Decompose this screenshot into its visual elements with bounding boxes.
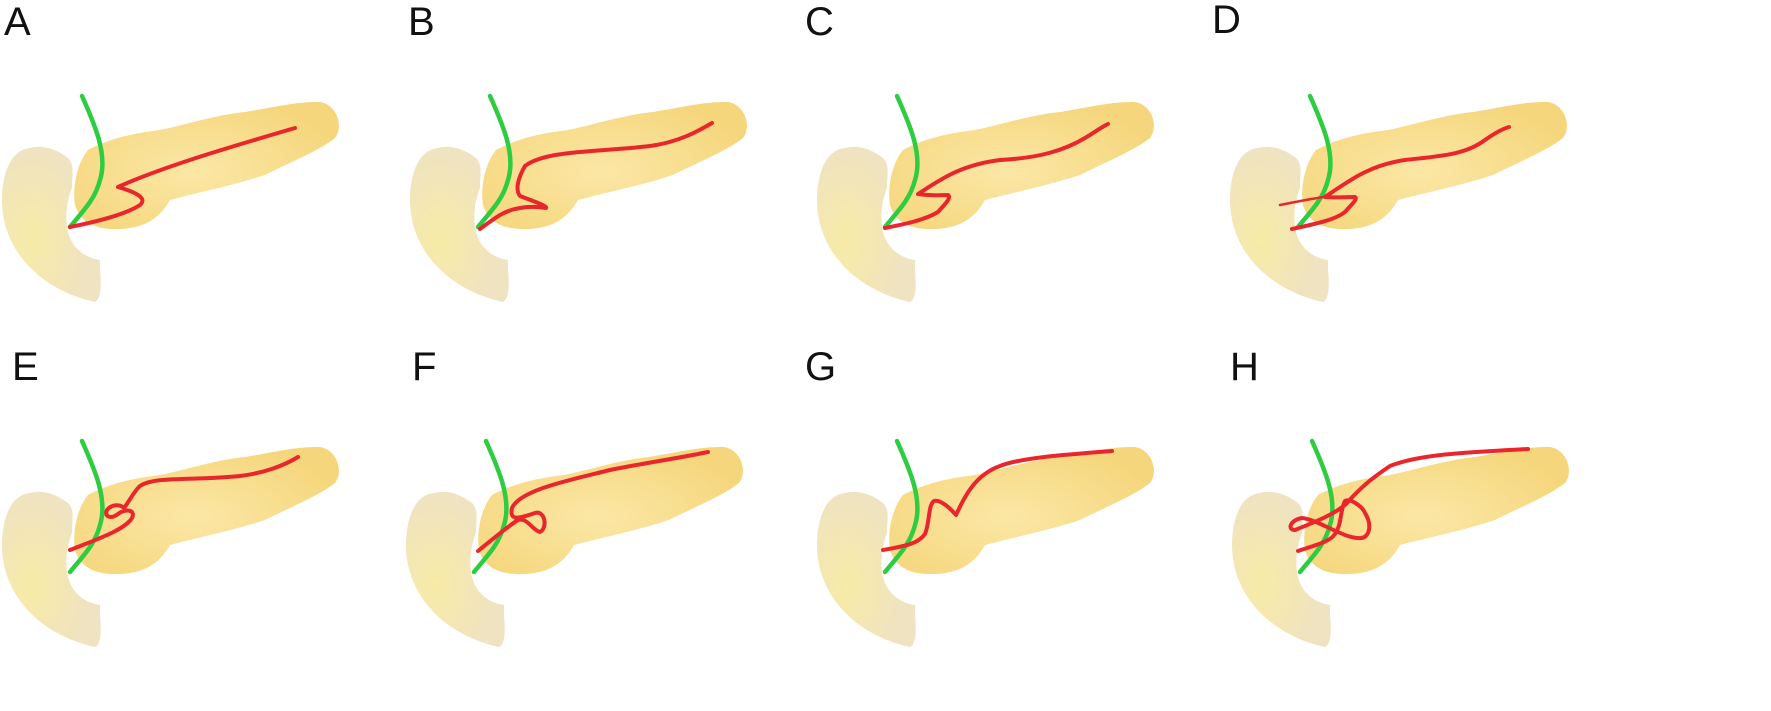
bile-duct-line: [1295, 93, 1333, 230]
duodenum-shape: [406, 491, 505, 647]
duodenum-shape: [817, 491, 916, 647]
pancreas-shape: [889, 101, 1154, 230]
anatomy-drawing: [2, 93, 339, 302]
pancreatic-duct-line: [1278, 194, 1332, 207]
bile-duct-line: [471, 438, 509, 575]
pancreatic-duct-line: [68, 126, 297, 229]
pancreatic-duct-line: [883, 122, 1110, 230]
anatomy-drawing: [410, 93, 747, 302]
pancreatic-duct-line: [881, 449, 1114, 552]
anatomy-drawing: [1232, 438, 1569, 647]
anatomy-drawing: [1230, 93, 1567, 302]
duodenum-shape: [410, 146, 509, 302]
panel-label: E: [12, 345, 39, 389]
bile-duct-line: [1297, 438, 1335, 575]
duodenum-shape: [817, 146, 916, 302]
duodenum-shape: [1230, 146, 1329, 302]
duodenum-shape: [2, 146, 101, 302]
pancreas-shape: [74, 446, 339, 575]
pancreatic-duct-line: [476, 450, 710, 553]
bile-duct-line: [475, 93, 513, 230]
duodenum-shape: [2, 491, 101, 647]
bile-duct-line: [882, 93, 920, 230]
panel-h: H: [1222, 345, 1652, 685]
bile-duct-line: [882, 438, 920, 575]
pancreas-shape: [482, 101, 747, 230]
panel-label: G: [805, 345, 837, 389]
panel-d: D: [1212, 0, 1652, 340]
pancreatic-duct-line: [68, 455, 300, 552]
panel-f: F: [406, 345, 838, 685]
duodenum-shape: [1232, 491, 1331, 647]
pancreas-shape: [889, 446, 1154, 575]
anatomy-drawing: [817, 93, 1154, 302]
pancreatic-duct-line: [478, 121, 714, 231]
panel-g: G: [805, 345, 1245, 685]
panel-label: H: [1230, 345, 1259, 389]
panel-label: A: [4, 0, 31, 44]
anatomy-drawing: [406, 438, 743, 647]
panel-label: C: [805, 0, 834, 44]
pancreatic-duct-line: [1288, 447, 1530, 553]
anatomy-drawing: [2, 438, 339, 647]
bile-duct-line: [67, 438, 105, 575]
panel-label: D: [1212, 0, 1241, 42]
pancreas-shape: [478, 446, 743, 575]
panel-c: C: [805, 0, 1245, 340]
pancreas-shape: [1302, 101, 1567, 230]
panel-label: F: [412, 345, 437, 389]
pancreas-shape: [74, 101, 339, 230]
panel-a: A: [0, 0, 430, 340]
panel-b: B: [408, 0, 838, 340]
pancreatic-duct-line: [1290, 125, 1511, 231]
panel-label: B: [408, 0, 435, 44]
panel-e: E: [0, 345, 430, 685]
anatomy-drawing: [817, 438, 1154, 647]
bile-duct-line: [67, 93, 105, 230]
